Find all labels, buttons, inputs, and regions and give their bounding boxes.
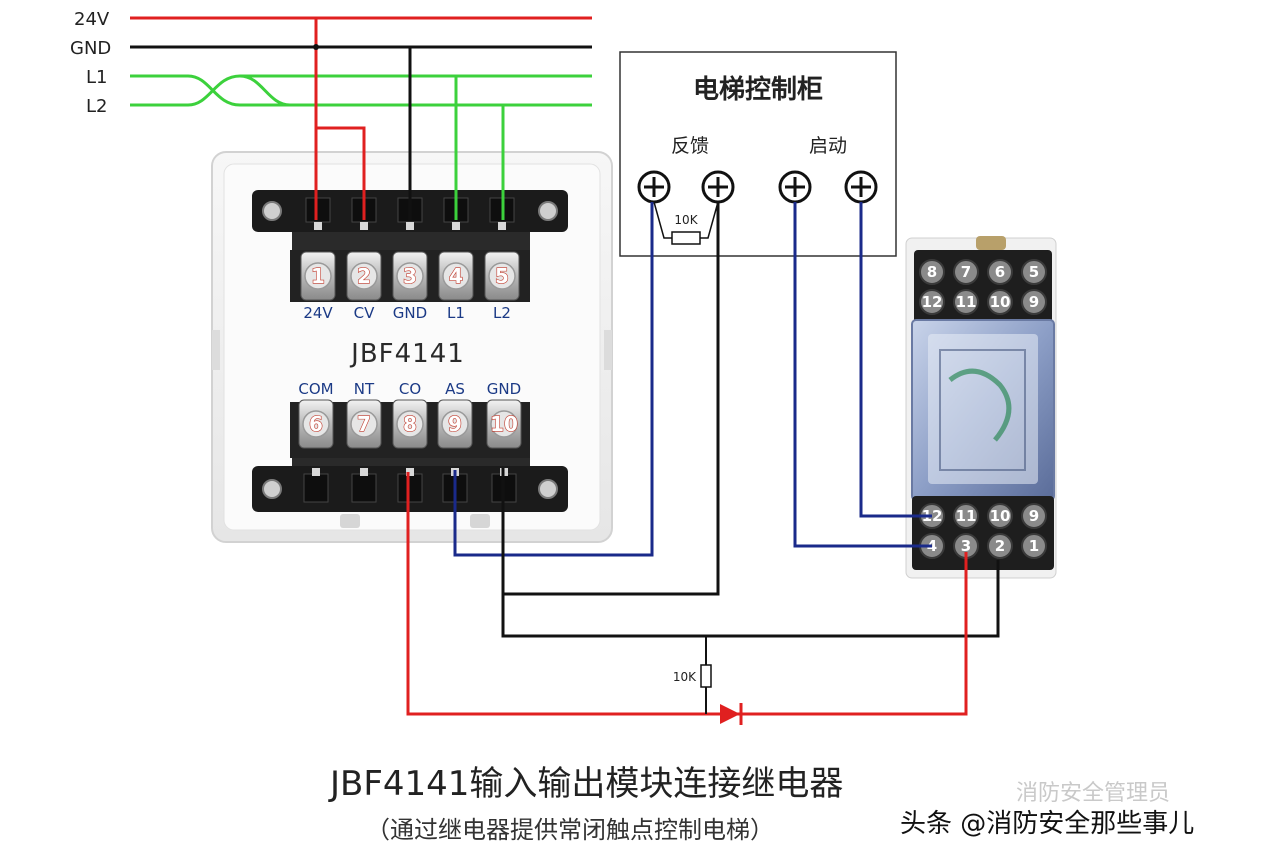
cabinet-terminal-1: [637, 170, 671, 204]
relay-upper-pin-12: 12: [919, 289, 945, 315]
bottom-resistor: [700, 664, 712, 688]
cabinet-title: 电梯控制柜: [693, 75, 823, 105]
relay-top-pin-5: 5: [1021, 259, 1047, 285]
bottom-terminal-number: 6: [309, 412, 323, 436]
bus-label-gnd: GND: [70, 38, 111, 59]
cabinet-resistor: 10K: [653, 201, 719, 245]
top-terminal-2: 2: [346, 251, 382, 301]
relay-top-pin-number: 7: [961, 263, 971, 281]
bus-lines: [130, 16, 592, 107]
wire-start-2: [859, 202, 932, 518]
bottom-terminal-8: 8: [392, 399, 428, 449]
cabinet-terminal-2: [701, 170, 735, 204]
relay-base-pin-number: 3: [961, 537, 971, 555]
caption-line-1: JBF4141输入输出模块连接继电器: [328, 764, 843, 804]
relay-socket-pin-number: 10: [990, 507, 1011, 525]
bottom-terminal-number: 9: [448, 412, 462, 436]
relay-top-pin-number: 8: [927, 263, 937, 281]
relay-upper-pin-number: 9: [1029, 293, 1039, 311]
terminal-label-24v: 24V: [303, 304, 333, 322]
top-terminal-number: 3: [403, 264, 417, 288]
terminal-label-cv: CV: [354, 304, 375, 322]
terminal-label-com: COM: [298, 380, 333, 398]
relay-upper-pin-11: 11: [953, 289, 979, 315]
module-model: JBF4141: [349, 339, 465, 369]
bottom-terminal-number: 8: [403, 412, 417, 436]
top-terminal-1: 1: [300, 251, 336, 301]
cabinet-start-label: 启动: [809, 135, 847, 157]
relay-upper-pin-number: 10: [990, 293, 1011, 311]
relay-base-pin-number: 2: [995, 537, 1005, 555]
bottom-terminal-screws: 6 7 8 9 10: [298, 399, 522, 503]
bottom-terminal-6: 6: [298, 399, 334, 449]
cabinet-terminal-4: [844, 170, 878, 204]
relay-base-pin-number: 1: [1029, 537, 1039, 555]
top-terminal-screws: 1 2 3 4 5: [300, 197, 520, 301]
wire-co-relay: [406, 472, 968, 716]
bottom-terminal-number: 7: [357, 412, 371, 436]
relay-top-pin-number: 5: [1029, 263, 1039, 281]
bus-label-l1: L1: [86, 67, 107, 88]
relay-top-pin-number: 6: [995, 263, 1005, 281]
bottom-resistor-label: 10K: [673, 670, 697, 684]
caption-line-2: （通过继电器提供常闭触点控制电梯）: [366, 816, 774, 844]
diode: [720, 703, 743, 725]
wire-gnd-feedback: [501, 202, 720, 596]
relay-top-pin-8: 8: [919, 259, 945, 285]
elevator-cabinet: 电梯控制柜 反馈 启动 10K: [619, 51, 897, 257]
cabinet-resistor-label: 10K: [674, 213, 698, 227]
bus-labels: 24V GND L1 L2: [70, 9, 111, 117]
terminal-label-l2: L2: [493, 304, 511, 322]
terminal-label-gnd: GND: [393, 304, 427, 322]
top-terminal-number: 5: [495, 264, 509, 288]
cabinet-terminal-3: [778, 170, 812, 204]
top-terminal-3: 3: [392, 251, 428, 301]
bus-l1-line: [130, 74, 592, 107]
wire-start-1: [793, 202, 932, 548]
bottom-terminal-7: 7: [346, 399, 382, 449]
relay-socket-pin-11: 11: [953, 503, 979, 529]
terminal-label-nt: NT: [354, 380, 375, 398]
wire-as-feedback: [453, 202, 654, 557]
relay-upper-pin-number: 12: [922, 293, 943, 311]
top-terminal-number: 2: [357, 264, 371, 288]
relay-socket-pin-number: 11: [956, 507, 977, 525]
bus-label-24v: 24V: [74, 9, 110, 30]
relay-socket-pin-9: 9: [1021, 503, 1047, 529]
relay-upper-pin-number: 11: [956, 293, 977, 311]
relay-top-pin-6: 6: [987, 259, 1013, 285]
relay-base-pin-2: 2: [987, 533, 1013, 559]
bottom-terminal-9: 9: [437, 399, 473, 449]
relay: [905, 236, 1057, 579]
watermark-faint: 消防安全管理员: [1016, 781, 1170, 806]
relay-socket-pin-number: 9: [1029, 507, 1039, 525]
top-terminal-number: 1: [311, 264, 325, 288]
bottom-terminal-number: 10: [490, 412, 518, 436]
terminal-label-co: CO: [399, 380, 421, 398]
wire-gnd-relay: [501, 560, 1000, 638]
top-terminal-4: 4: [438, 251, 474, 301]
module-power-wiring: [313, 18, 505, 220]
signal-wiring: 10K: [406, 202, 1000, 725]
terminal-label-l1: L1: [447, 304, 465, 322]
relay-upper-pin-9: 9: [1021, 289, 1047, 315]
relay-socket-pin-10: 10: [987, 503, 1013, 529]
terminal-label-gnd2: GND: [487, 380, 521, 398]
bottom-terminal-10: 10: [486, 399, 522, 449]
bottom-terminal-labels: COM NT CO AS GND: [298, 380, 521, 398]
top-terminal-number: 4: [449, 264, 463, 288]
top-terminal-5: 5: [484, 251, 520, 301]
bus-label-l2: L2: [86, 96, 107, 117]
cabinet-feedback-label: 反馈: [671, 135, 709, 157]
relay-base-pin-1: 1: [1021, 533, 1047, 559]
relay-top-pin-7: 7: [953, 259, 979, 285]
top-terminal-labels: 24V CV GND L1 L2: [303, 304, 511, 322]
terminal-label-as: AS: [445, 380, 465, 398]
watermark: 头条 @消防安全那些事儿: [900, 809, 1194, 839]
bus-l2-line: [130, 74, 592, 107]
relay-upper-pin-10: 10: [987, 289, 1013, 315]
